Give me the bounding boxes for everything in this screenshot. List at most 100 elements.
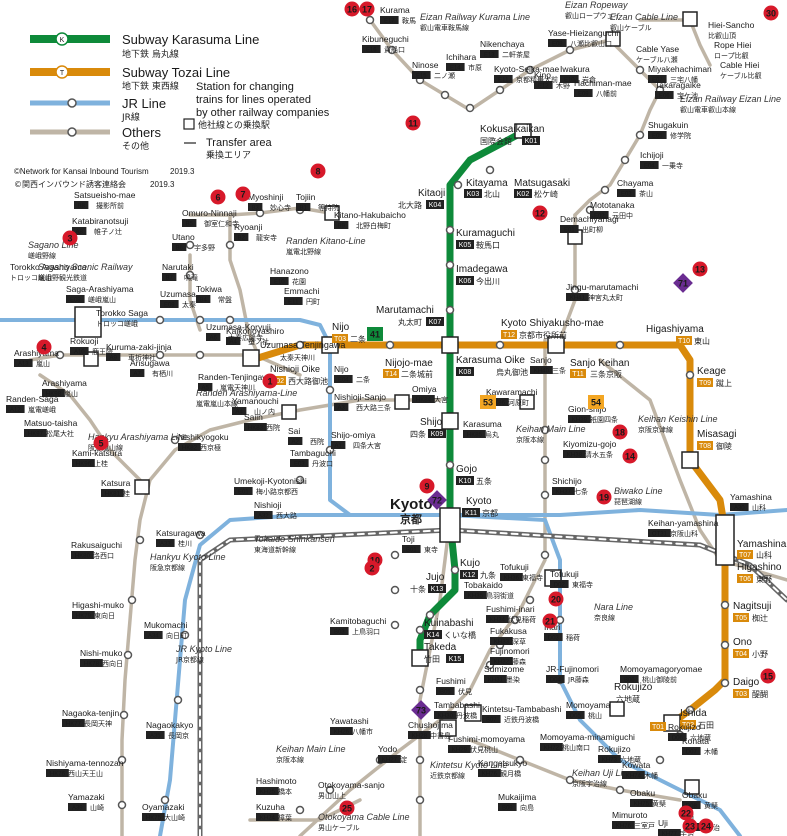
station-marutamachi-en[interactable]: Marutamachi — [376, 305, 434, 316]
pin-red-11[interactable]: 11 — [405, 115, 421, 131]
station-daigo-en[interactable]: Daigo — [733, 677, 760, 688]
pin-red-25[interactable]: 25 — [339, 800, 355, 816]
station-nishiojioike-en[interactable]: Nishioji Oike — [270, 364, 320, 374]
station-box-misasagi[interactable] — [681, 451, 699, 469]
station-box-yamashina[interactable] — [715, 514, 735, 566]
station-box-karasumaoike[interactable] — [441, 336, 459, 354]
pin-red-2[interactable]: 2 — [364, 560, 380, 576]
station-kyotoshiyakushomae-en[interactable]: Kyoto Shiyakusho-mae — [501, 318, 604, 329]
station-sanjokeihan-en[interactable]: Sanjo Keihan — [570, 358, 630, 369]
pin-red-12[interactable]: 12 — [532, 205, 548, 221]
station-higashiyama-en[interactable]: Higashiyama — [646, 324, 704, 335]
pin-purple-71[interactable]: 71 — [673, 273, 693, 293]
station-higashino-en[interactable]: Higashino — [737, 562, 782, 573]
station-nijojomae-en[interactable]: Nijojo-mae — [385, 358, 433, 369]
station-shijo-en[interactable]: Shijo — [420, 417, 443, 428]
pin-purple-72[interactable]: 72 — [427, 490, 447, 510]
pin-red-15[interactable]: 15 — [760, 668, 776, 684]
station-box-yasehieizanguchi[interactable] — [605, 31, 621, 47]
pin-red-19[interactable]: 19 — [596, 489, 612, 505]
pin-red-9[interactable]: 9 — [419, 478, 435, 494]
station-box-sanjo[interactable] — [547, 336, 565, 354]
station-imadegawa-en[interactable]: Imadegawa — [456, 264, 508, 275]
station-box-tambabashi[interactable] — [464, 704, 482, 722]
pin-red-30[interactable]: 30 — [763, 5, 779, 21]
pin-orange-41[interactable]: 41 — [367, 327, 383, 341]
pin-red-3[interactable]: 3 — [62, 230, 78, 246]
station-box-saiin[interactable] — [281, 404, 297, 420]
station-box-omiya[interactable] — [394, 394, 410, 410]
pin-red-16[interactable]: 16 — [344, 1, 360, 17]
station-jujo-en[interactable]: Jujo — [426, 572, 445, 583]
pin-red-6[interactable]: 6 — [210, 189, 226, 205]
station-kuramaguchi-en[interactable]: Kuramaguchi — [456, 228, 515, 239]
station-kuinabashi-en[interactable]: Kuinabashi — [424, 618, 473, 629]
station-kitayama-en[interactable]: Kitayama — [466, 178, 508, 189]
station-box-chushojima[interactable] — [439, 719, 457, 737]
station-box-katabiranotsuji[interactable] — [83, 351, 99, 367]
station-kujo-en[interactable]: Kujo — [460, 558, 480, 569]
pin-purple-73[interactable]: 73 — [411, 700, 431, 720]
pin-red-7[interactable]: 7 — [235, 186, 251, 202]
pin-red-14[interactable]: 14 — [622, 448, 638, 464]
station-keage-en[interactable]: Keage — [697, 366, 726, 377]
station-nijo-en[interactable]: Nijo — [332, 322, 350, 333]
pin-orange-53[interactable]: 53 — [480, 395, 496, 409]
station-kyoto-en[interactable]: Kyoto — [466, 496, 492, 507]
